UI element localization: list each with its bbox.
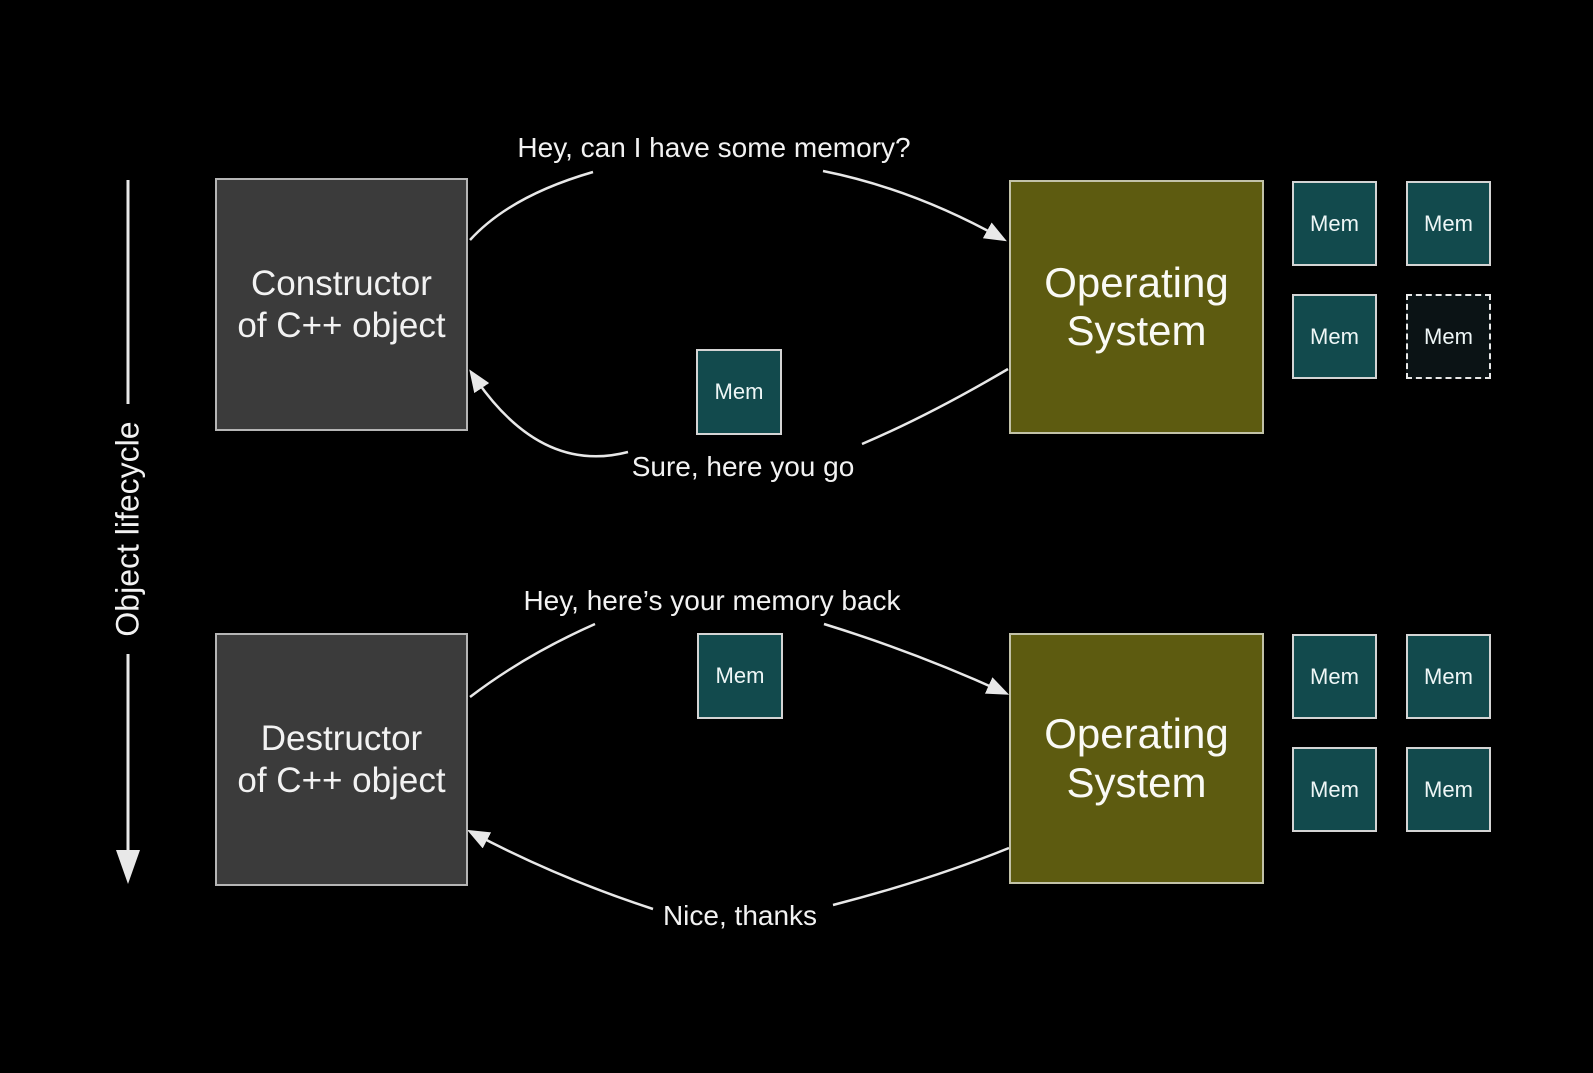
operating-system-box-bottom: Operating System <box>1009 633 1264 884</box>
ack-arrow-left-segment <box>467 829 654 911</box>
os-mem-cell: Mem <box>1292 747 1377 832</box>
os-mem-cell: Mem <box>1406 634 1491 719</box>
mem-block-in-transit-bottom: Mem <box>697 633 783 719</box>
operating-system-label: Operating System <box>1044 710 1229 806</box>
ack-message: Nice, thanks <box>662 900 818 931</box>
operating-system-box-top: Operating System <box>1009 180 1264 434</box>
constructor-box: Constructor of C++ object <box>215 178 468 431</box>
destructor-box-label: Destructor of C++ object <box>237 719 446 800</box>
return-memory-message: Hey, here’s your memory back <box>523 585 901 616</box>
request-arrow-left-segment <box>469 170 594 241</box>
os-mem-cell-handed-out: Mem <box>1406 294 1491 379</box>
operating-system-label: Operating System <box>1044 258 1229 354</box>
grant-arrow-right-segment <box>861 367 1009 446</box>
os-mem-cell: Mem <box>1406 747 1491 832</box>
destructor-box: Destructor of C++ object <box>215 633 468 886</box>
ack-arrow-right-segment <box>832 846 1010 907</box>
os-mem-cell: Mem <box>1292 634 1377 719</box>
request-memory-message: Hey, can I have some memory? <box>517 132 911 163</box>
lifecycle-axis-arrowhead-icon <box>116 850 140 884</box>
os-mem-cell: Mem <box>1292 294 1377 379</box>
request-arrow-right-segment <box>822 169 1007 242</box>
return-arrow-right-segment <box>823 622 1010 695</box>
lifecycle-axis-label: Object lifecycle <box>109 421 146 637</box>
grant-memory-message: Sure, here you go <box>631 451 855 482</box>
mem-block-in-transit-top: Mem <box>696 349 782 435</box>
return-arrow-left-segment <box>469 622 596 698</box>
grant-arrow-left-segment <box>469 369 629 458</box>
os-mem-cell: Mem <box>1406 181 1491 266</box>
os-mem-cell: Mem <box>1292 181 1377 266</box>
constructor-box-label: Constructor of C++ object <box>237 264 446 345</box>
